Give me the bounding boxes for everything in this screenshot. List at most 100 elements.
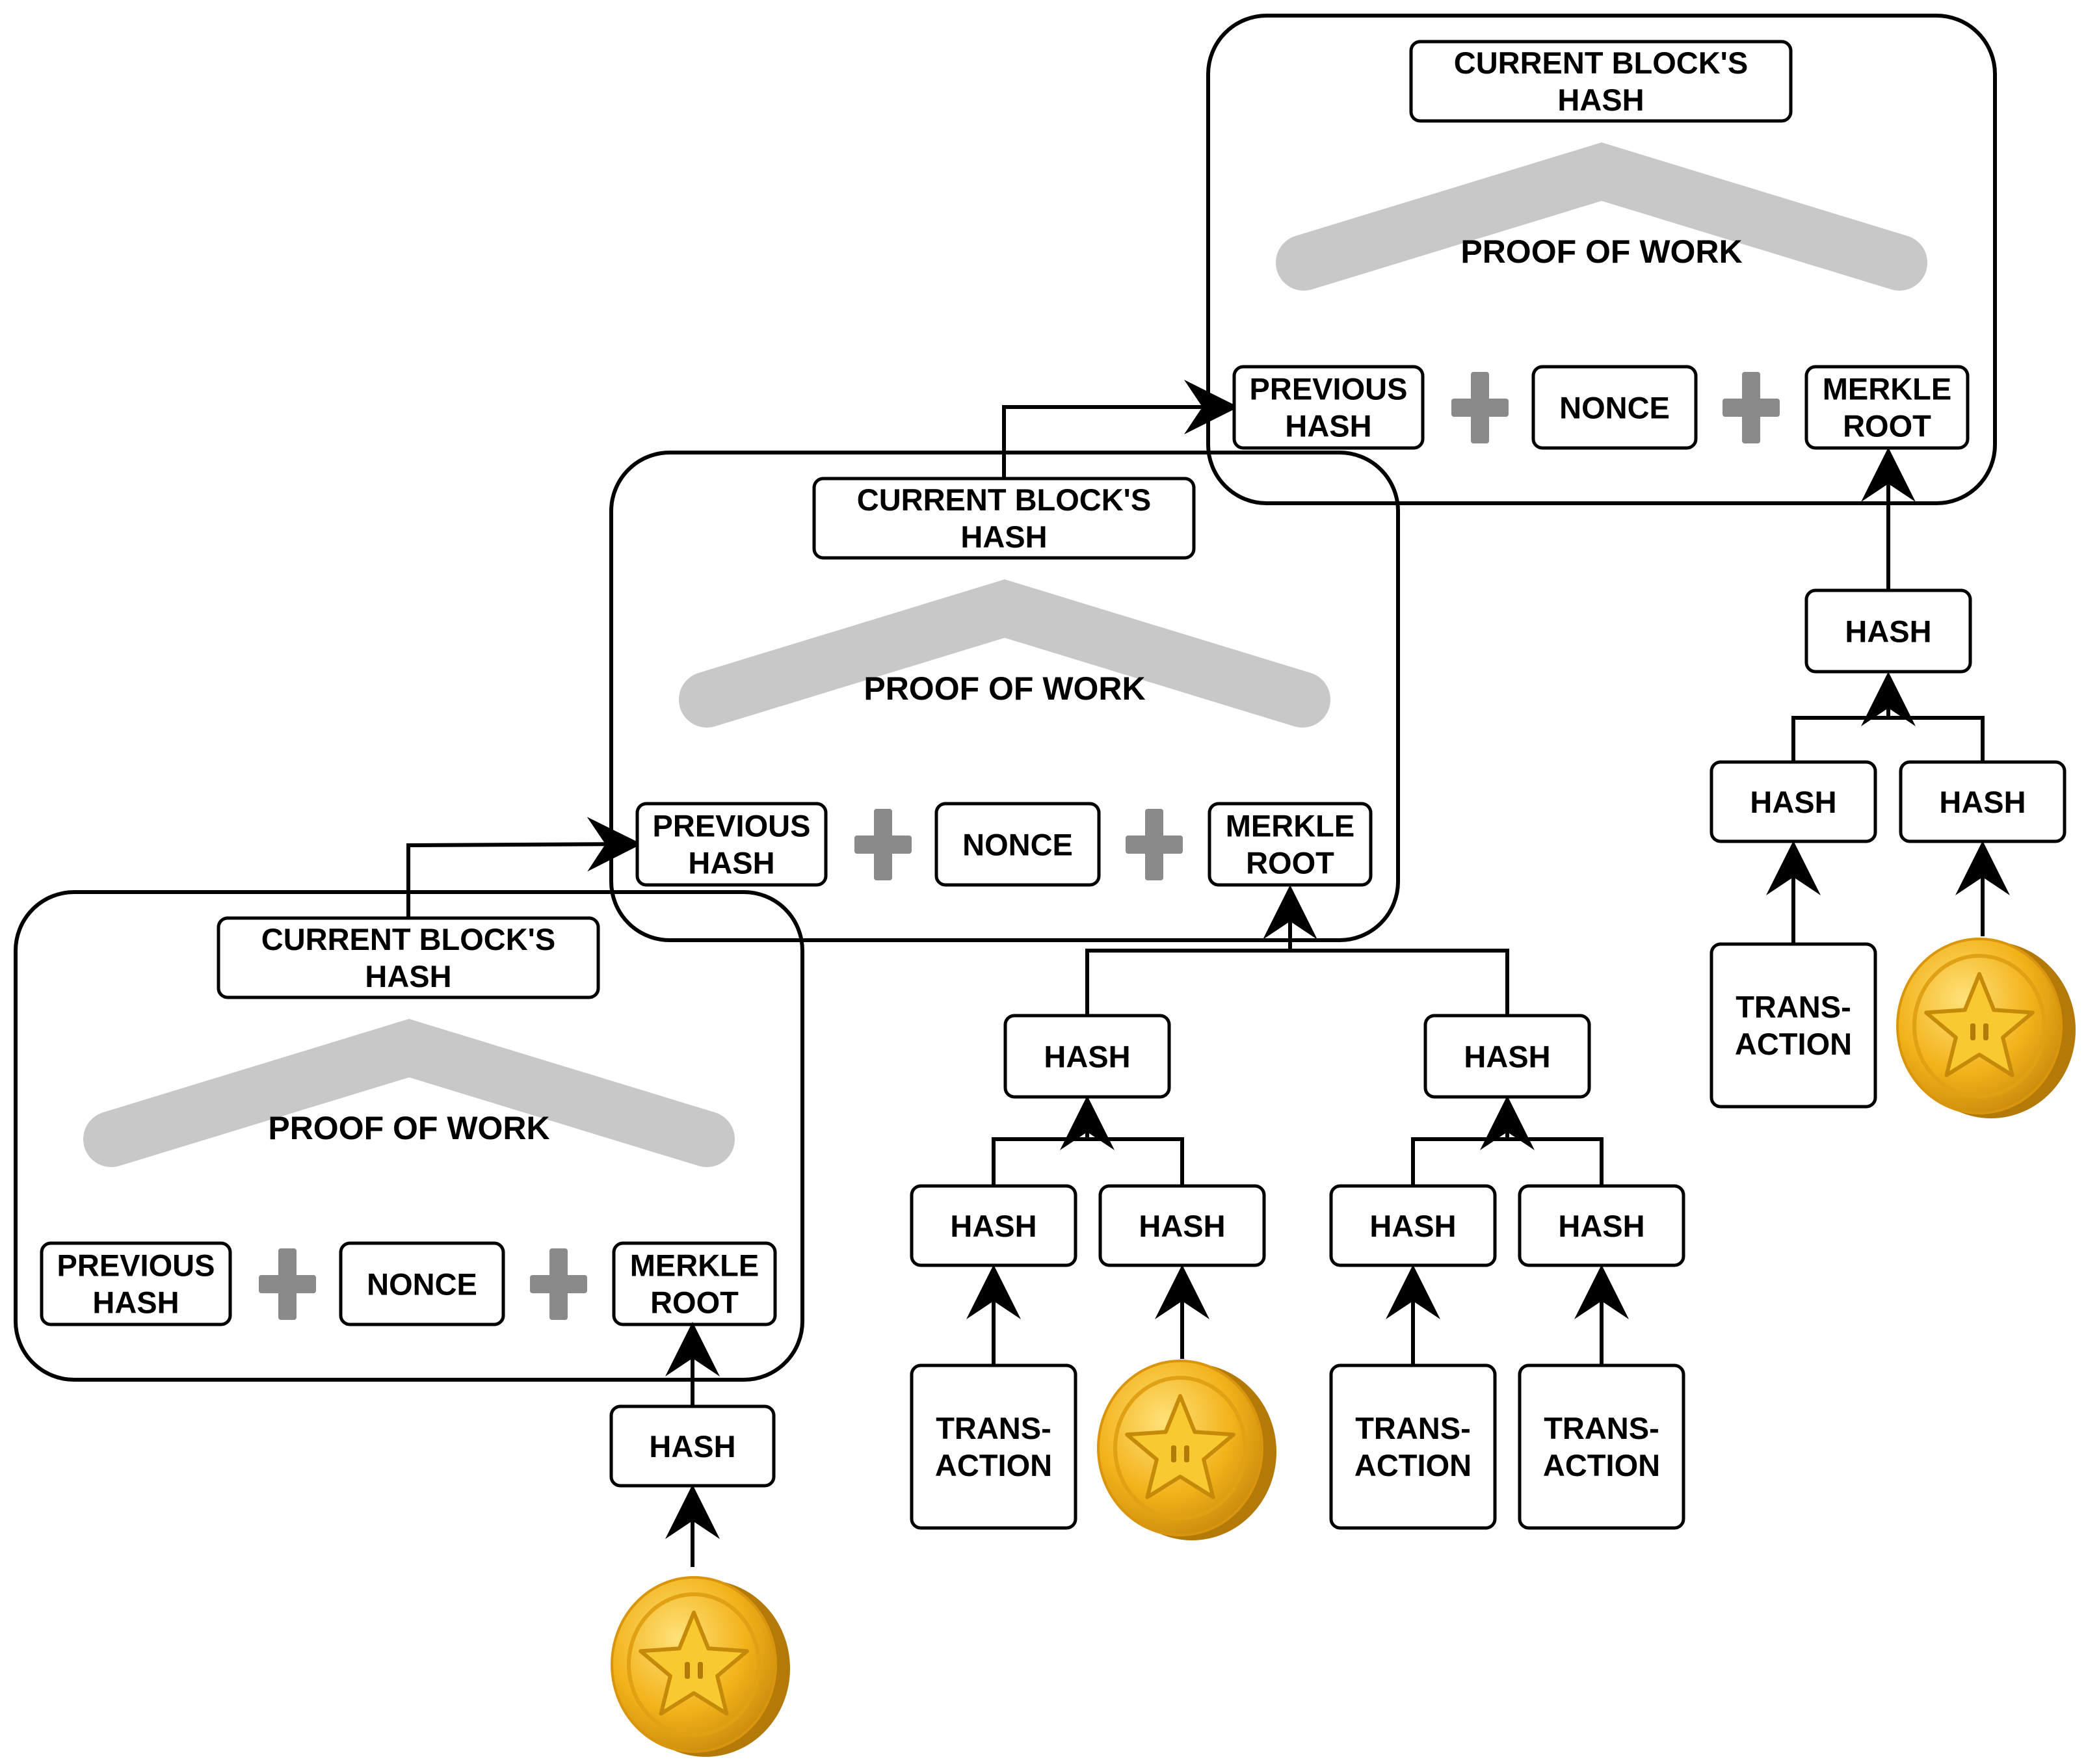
- block-2-nonce: NONCE: [934, 802, 1101, 887]
- block-3-nonce-frame: [1531, 365, 1698, 450]
- block-3-previous-hash-text-line-1: PREVIOUS: [1250, 372, 1408, 406]
- block-3-previous-hash-frame: [1232, 365, 1425, 450]
- block-2-hash-left: HASH: [1003, 1014, 1171, 1099]
- block-1-merkle-root-text-line-1: MERKLE: [630, 1248, 759, 1283]
- block-2-previous-hash-text-line-2: HASH: [688, 846, 774, 880]
- block-2-current-hash-text-line-2: HASH: [960, 520, 1047, 554]
- block-3-current-hash-text-line-2: HASH: [1557, 83, 1644, 117]
- block-2-transaction-2-text-line-1: TRANS-: [1355, 1411, 1471, 1445]
- block-1-nonce-text: NONCE: [367, 1267, 477, 1302]
- block-3-plus-icon-1: [1451, 372, 1509, 443]
- block-2-hash-left-text: HASH: [1044, 1040, 1130, 1074]
- block-2-star-coin-icon: [1097, 1360, 1276, 1540]
- block-2-proof-of-work-chevron: [679, 579, 1330, 728]
- block-2-hash-ll: HASH: [910, 1184, 1077, 1267]
- block-2-transaction-3-frame: [1518, 1363, 1685, 1530]
- block-3-hash-left: HASH: [1710, 760, 1877, 843]
- block-3-hash-right-text: HASH: [1939, 785, 2026, 819]
- block-1-previous-hash-text-line-2: HASH: [92, 1285, 179, 1320]
- block-3-transaction: TRANS-ACTION: [1710, 942, 1877, 1109]
- block-3-transaction-text-line-2: ACTION: [1735, 1027, 1852, 1061]
- block-2-transaction-2: TRANS-ACTION: [1329, 1363, 1497, 1530]
- block-1-star-coin-icon: [611, 1576, 790, 1757]
- block-2-hash-lr: HASH: [1098, 1184, 1266, 1267]
- block-2-left-subtree-branch: [992, 1137, 1184, 1186]
- block-3-nonce-text: NONCE: [1559, 391, 1670, 425]
- block-3-nonce: NONCE: [1531, 365, 1698, 450]
- block-3-transaction-frame: [1710, 942, 1877, 1109]
- block-1-hash: HASH: [609, 1404, 776, 1488]
- block-2-proof-of-work-label: PROOF OF WORK: [864, 670, 1145, 707]
- block-2-previous-hash-frame: [635, 802, 828, 887]
- block-2-frame: [609, 451, 1400, 942]
- block-3-star-coin-icon: [1896, 938, 2076, 1118]
- block-3-proof-of-work-label: PROOF OF WORK: [1460, 233, 1742, 270]
- block-3-frame: [1206, 14, 1997, 505]
- block-2-hash-rl: HASH: [1329, 1184, 1497, 1267]
- block-3-merkle-root-text-line-1: MERKLE: [1823, 372, 1951, 406]
- block-3-current-hash-frame: [1409, 40, 1793, 123]
- block-2-hash-rl-text: HASH: [1369, 1209, 1456, 1243]
- block-2-tree-top-branch: [1085, 949, 1509, 1056]
- block-3-transaction-text-line-1: TRANS-: [1736, 990, 1851, 1024]
- block-1-current-hash-text-line-1: CURRENT BLOCK'S: [261, 922, 555, 956]
- block-3-hash-left-text: HASH: [1750, 785, 1836, 819]
- block-1-proof-of-work-chevron: [83, 1019, 735, 1167]
- block-2-transaction-2-frame: [1329, 1363, 1497, 1530]
- link-block-2-to-block-3: [1002, 380, 1239, 479]
- block-2-transaction-1-text-line-1: TRANS-: [936, 1411, 1051, 1445]
- block-2-transaction-3-text-line-2: ACTION: [1543, 1448, 1660, 1482]
- block-2-current-hash-text-line-1: CURRENT BLOCK'S: [857, 482, 1151, 517]
- block-3-hash-top: HASH: [1804, 588, 1972, 674]
- block-1-frame: [14, 890, 804, 1382]
- block-2-hash-right-text: HASH: [1464, 1040, 1550, 1074]
- block-3-hash-top-text: HASH: [1845, 614, 1931, 649]
- block-1-previous-hash-frame: [40, 1241, 232, 1326]
- block-2-merkle-root-text-line-1: MERKLE: [1226, 809, 1354, 843]
- block-2-hash-lr-text: HASH: [1139, 1209, 1225, 1243]
- block-1-current-hash-text-line-2: HASH: [365, 959, 451, 994]
- block-3-hash-right: HASH: [1899, 760, 2066, 843]
- block-2-hash-rr: HASH: [1518, 1184, 1685, 1267]
- block-1-current-hash-frame: [217, 916, 600, 999]
- block-2-transaction-2-text-line-2: ACTION: [1354, 1448, 1472, 1482]
- block-2-current-hash-frame: [812, 477, 1196, 560]
- block-1-nonce-frame: [339, 1241, 505, 1326]
- block-2-transaction-1: TRANS-ACTION: [910, 1363, 1077, 1530]
- block-2-nonce-frame: [934, 802, 1101, 887]
- block-1-merkle-root-text-line-2: ROOT: [650, 1285, 739, 1320]
- block-1-plus-icon-1: [259, 1248, 316, 1320]
- block-2-nonce-text: NONCE: [962, 828, 1073, 862]
- block-2-transaction-1-frame: [910, 1363, 1077, 1530]
- block-3-merkle-root-text-line-2: ROOT: [1843, 409, 1931, 443]
- block-1-proof-of-work-label: PROOF OF WORK: [268, 1110, 549, 1146]
- block-1-previous-hash-text-line-1: PREVIOUS: [57, 1248, 215, 1283]
- block-3-proof-of-work-chevron: [1276, 142, 1927, 291]
- block-3-branch: [1791, 716, 1985, 762]
- block-2-transaction-3-text-line-1: TRANS-: [1544, 1411, 1659, 1445]
- link-block-1-to-block-2: [406, 817, 642, 918]
- block-2-transaction-3: TRANS-ACTION: [1518, 1363, 1685, 1530]
- block-2-plus-icon-1: [854, 809, 912, 880]
- block-1-hash-text: HASH: [649, 1429, 735, 1464]
- block-2-hash-right: HASH: [1423, 1014, 1591, 1099]
- block-3-current-hash-text-line-1: CURRENT BLOCK'S: [1454, 46, 1748, 80]
- block-3-plus-icon-2: [1723, 372, 1780, 443]
- block-2-hash-rr-text: HASH: [1558, 1209, 1644, 1243]
- block-1-plus-icon-2: [530, 1248, 587, 1320]
- block-2-right-subtree-branch: [1411, 1137, 1604, 1186]
- block-2-transaction-1-text-line-2: ACTION: [935, 1448, 1052, 1482]
- block-1-nonce: NONCE: [339, 1241, 505, 1326]
- block-2-hash-ll-text: HASH: [950, 1209, 1036, 1243]
- block-2-merkle-root-text-line-2: ROOT: [1246, 846, 1334, 880]
